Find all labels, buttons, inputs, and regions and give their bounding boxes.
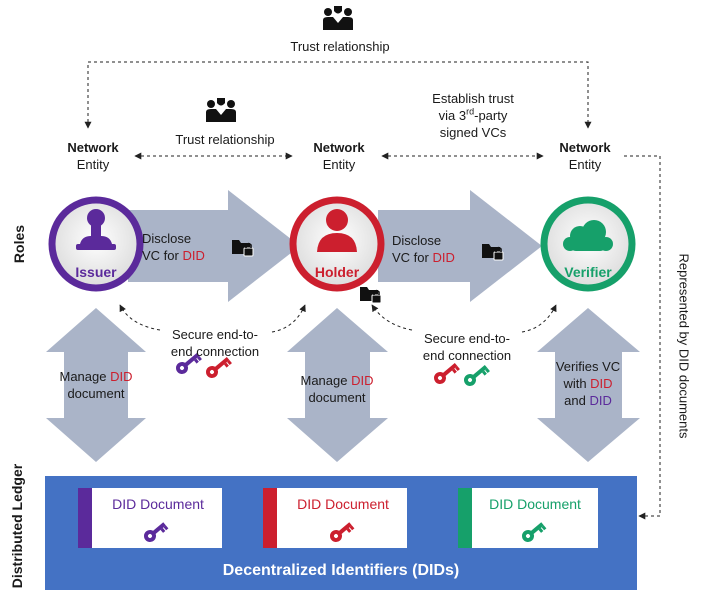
- disclose-label-2: Disclose VC for DID: [392, 232, 482, 266]
- distributed-ledger-label: Distributed Ledger: [9, 463, 25, 589]
- issuer-label: Issuer: [75, 264, 117, 280]
- establish-trust-label: Establish trust via 3rd-party signed VCs: [398, 90, 548, 141]
- establish-line-1: Establish trust: [432, 91, 514, 106]
- locked-folder-icon: [360, 287, 382, 304]
- verifies-line-1: Verifies VC: [555, 359, 621, 374]
- secure-arrow-2a: [371, 304, 413, 331]
- disclose-arrow-1: [128, 190, 300, 302]
- key-icon: [434, 362, 460, 384]
- disclose-line-2: VC for DID: [142, 248, 205, 263]
- manage-arrow-holder: [287, 308, 388, 462]
- represented-line: [624, 155, 661, 520]
- manage-line-2: document: [308, 390, 366, 405]
- entity-subtitle: Entity: [322, 157, 356, 172]
- entity-title: Network: [313, 140, 365, 155]
- manage-arrow-issuer: [46, 308, 146, 462]
- entity-title: Network: [67, 140, 119, 155]
- locked-folder-icon: [482, 244, 504, 261]
- disclose-arrow-2: [378, 190, 542, 302]
- verify-arrow-verifier: [537, 308, 640, 462]
- person-icon: [317, 209, 357, 252]
- handshake-people-icon: [206, 98, 236, 122]
- entity-subtitle: Entity: [568, 157, 602, 172]
- establish-line-2: via 3rd-party: [438, 106, 508, 123]
- network-entity-3: Network Entity: [540, 139, 630, 173]
- did-card-bar: [263, 488, 277, 548]
- key-icon: [176, 352, 202, 374]
- disclose-label-1: Disclose VC for DID: [142, 230, 222, 264]
- secure-line-2: end connection: [170, 344, 260, 359]
- manage-line-1: Manage DID: [59, 369, 133, 384]
- secure-line-1: Secure end-to-: [424, 331, 510, 346]
- manage-line-1: Manage DID: [300, 373, 374, 388]
- key-icon: [522, 522, 547, 542]
- did-document-label: DID Document: [112, 496, 204, 512]
- did-document-label: DID Document: [297, 496, 389, 512]
- did-document-label: DID Document: [489, 496, 581, 512]
- entity-subtitle: Entity: [76, 157, 110, 172]
- top-trust-line: [84, 61, 592, 129]
- secure-arrow-1a: [119, 304, 161, 331]
- secure-line-2: end connection: [422, 348, 512, 363]
- entity-title: Network: [559, 140, 611, 155]
- key-icon: [330, 522, 355, 542]
- mid-trust-label: Trust relationship: [175, 132, 275, 147]
- verifies-vc-label: Verifies VC with DID and DID: [538, 358, 638, 409]
- key-icon: [464, 364, 490, 386]
- manage-did-holder: Manage DID document: [287, 372, 387, 406]
- disclose-line-1: Disclose: [142, 231, 192, 246]
- verifies-line-3: and DID: [564, 393, 612, 408]
- top-trust-label: Trust relationship: [290, 39, 390, 54]
- network-entity-1: Network Entity: [48, 139, 138, 173]
- did-card-bar: [78, 488, 92, 548]
- manage-did-issuer: Manage DID document: [46, 368, 146, 402]
- key-icon: [206, 356, 232, 378]
- key-icon: [144, 522, 169, 542]
- handshake-people-icon: [323, 6, 353, 30]
- secure-connection-2: Secure end-to- end connection: [402, 330, 532, 364]
- establish-line-3: signed VCs: [439, 125, 507, 140]
- secure-line-1: Secure end-to-: [172, 327, 258, 342]
- secure-connection-1: Secure end-to- end connection: [150, 326, 280, 360]
- ledger-title: Decentralized Identifiers (DIDs): [222, 562, 460, 579]
- cloud-icon: [563, 220, 613, 251]
- secure-arrow-2b: [521, 304, 557, 333]
- manage-line-2: document: [67, 386, 125, 401]
- did-card-bar: [458, 488, 472, 548]
- disclose-line-1: Disclose: [392, 233, 442, 248]
- represented-by-label: Represented by DID documents: [676, 253, 692, 439]
- holder-label: Holder: [314, 264, 360, 280]
- verifier-label: Verifier: [564, 264, 612, 280]
- roles-label: Roles: [11, 224, 27, 264]
- verifies-line-2: with DID: [563, 376, 613, 391]
- disclose-line-2: VC for DID: [392, 250, 455, 265]
- locked-folder-icon: [232, 240, 254, 257]
- stamp-icon: [76, 209, 116, 250]
- network-entity-2: Network Entity: [294, 139, 384, 173]
